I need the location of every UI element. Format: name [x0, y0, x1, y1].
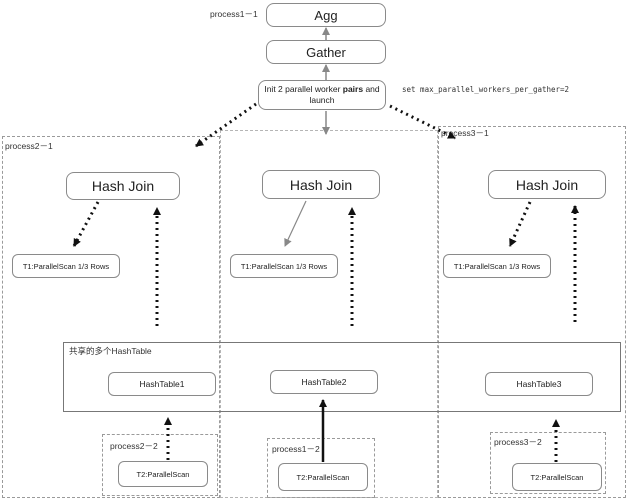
t2-scan-node-3: T2:ParallelScan	[512, 463, 602, 491]
edge-hashjoin1-to-t1	[72, 201, 100, 247]
hashtable1-node: HashTable1	[108, 372, 216, 396]
t1-scan-node-2: T1:ParallelScan 1/3 Rows	[230, 254, 338, 278]
process1-2-label: process1－2	[272, 444, 320, 454]
parallel-setting-text: set max_parallel_workers_per_gather=2	[402, 85, 570, 94]
init-text-line1: Init 2 parallel worker pairs and	[264, 84, 380, 94]
edge-init-to-process3	[389, 104, 456, 140]
hash-join-node-3: Hash Join	[488, 170, 606, 199]
t2-scan-node-1: T2:ParallelScan	[118, 461, 208, 487]
process3-2-label: process3－2	[494, 437, 542, 447]
init-node: Init 2 parallel worker pairs and launch	[258, 80, 386, 110]
gather-node: Gather	[266, 40, 386, 64]
process2-1-label: process2－1	[5, 141, 53, 151]
gather-label: Gather	[306, 44, 346, 60]
shared-hashtable-label: 共享的多个HashTable	[69, 346, 152, 356]
edge-init-to-process2	[195, 102, 257, 148]
agg-node: Agg	[266, 3, 386, 27]
process2-2-label: process2－2	[110, 441, 158, 451]
hashtable2-node: HashTable2	[270, 370, 378, 394]
init-text-line2: launch	[309, 95, 335, 105]
hashtable3-node: HashTable3	[485, 372, 593, 396]
hash-join-node-2: Hash Join	[262, 170, 380, 199]
hash-join-node-1: Hash Join	[66, 172, 180, 200]
edge-hashjoin2-to-t1	[284, 200, 307, 247]
t2-scan-node-2: T2:ParallelScan	[278, 463, 368, 491]
process3-1-region	[438, 126, 626, 498]
edge-hashjoin3-to-t1	[508, 201, 532, 247]
process1-2-region	[267, 438, 375, 498]
agg-label: Agg	[314, 7, 338, 23]
t1-scan-node-1: T1:ParallelScan 1/3 Rows	[12, 254, 120, 278]
shared-hashtable-container	[63, 342, 621, 412]
process3-1-label: process3－1	[441, 128, 489, 138]
process1-1-label: process1－1	[210, 9, 258, 19]
t1-scan-node-3: T1:ParallelScan 1/3 Rows	[443, 254, 551, 278]
process2-1-region	[2, 136, 220, 498]
process2-2-region	[102, 434, 218, 496]
process3-2-region	[490, 432, 606, 494]
